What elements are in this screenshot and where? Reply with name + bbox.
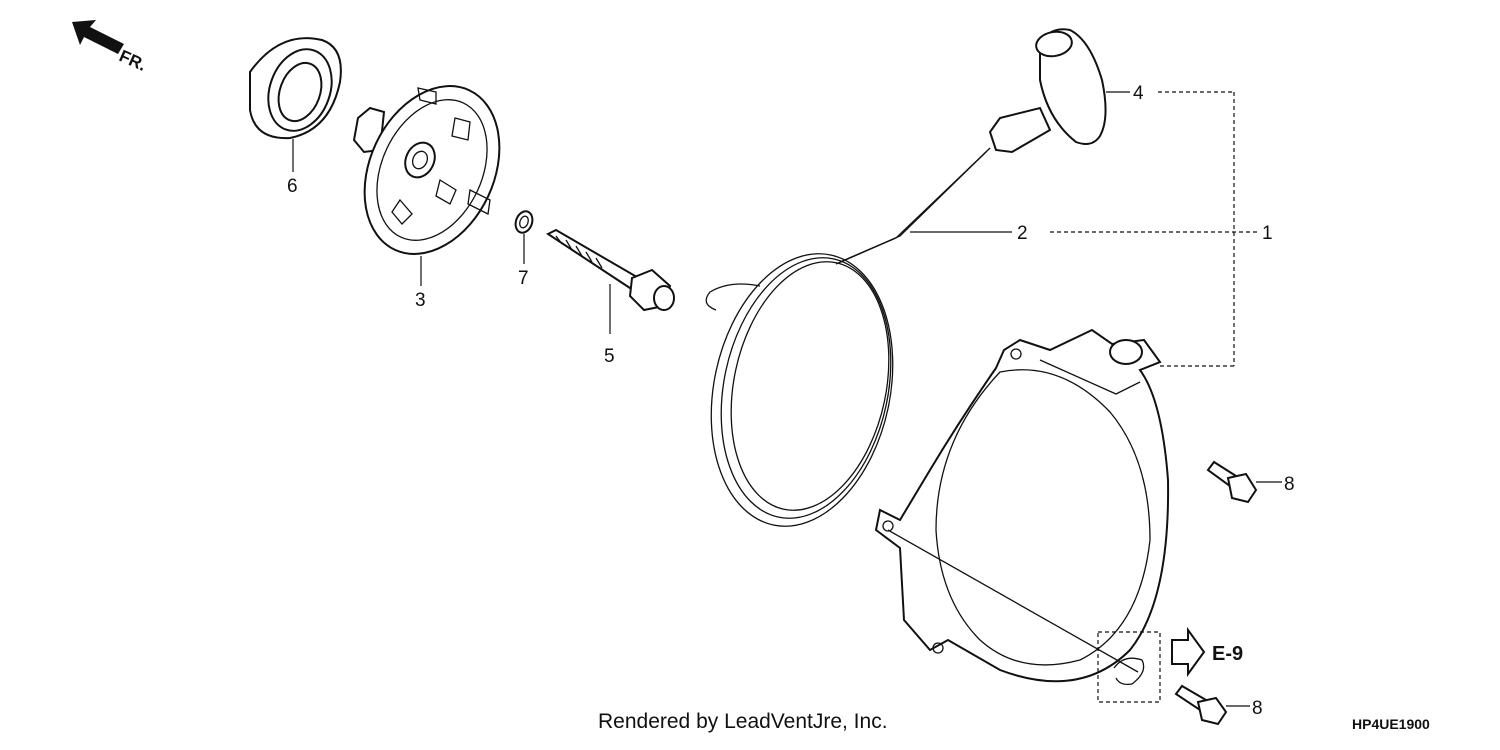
callout-5: 5 xyxy=(604,346,615,367)
washer-part xyxy=(514,210,534,234)
callout-3: 3 xyxy=(415,290,426,311)
front-direction-arrow-icon xyxy=(72,20,124,54)
front-direction-label: FR. xyxy=(116,46,149,74)
credit-text: Rendered by LeadVentJre, Inc. xyxy=(598,710,888,733)
seal-ring-part xyxy=(249,37,342,140)
callout-6: 6 xyxy=(287,176,298,197)
housing-bolt-upper-part xyxy=(1206,460,1258,504)
recoil-starter-housing-part xyxy=(874,328,1170,683)
diagram-code: HP4UE1900 xyxy=(1352,716,1430,732)
reference-arrow-icon xyxy=(1171,626,1206,678)
callout-7: 7 xyxy=(518,268,529,289)
callout-2: 2 xyxy=(1017,223,1028,244)
flange-bolt-part xyxy=(546,228,675,312)
callout-8-upper: 8 xyxy=(1284,474,1295,495)
reference-label: E-9 xyxy=(1212,643,1243,665)
starter-grip-part xyxy=(988,28,1107,154)
starter-rope-part xyxy=(705,147,991,527)
callout-8-lower: 8 xyxy=(1252,698,1263,719)
callout-1: 1 xyxy=(1262,223,1273,244)
rope-clip-part xyxy=(1113,657,1145,686)
starter-pulley-part xyxy=(352,85,501,255)
housing-bolt-lower-part xyxy=(1174,684,1228,726)
callout-4: 4 xyxy=(1133,83,1144,104)
